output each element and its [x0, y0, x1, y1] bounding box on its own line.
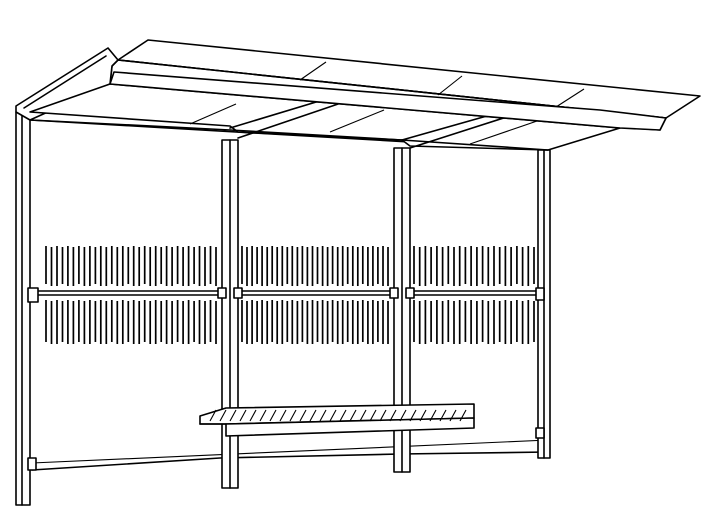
- bench-slat: [219, 409, 227, 422]
- bench-slat: [319, 409, 327, 422]
- bench-slat: [439, 409, 447, 422]
- bench-slat: [359, 409, 367, 422]
- bench-slat: [209, 409, 217, 422]
- bench-slat: [449, 409, 457, 422]
- bench-slat: [379, 409, 387, 422]
- bench-slat: [289, 409, 297, 422]
- bench-slat: [329, 409, 337, 422]
- bench-slat: [429, 409, 437, 422]
- bench-slat: [389, 409, 397, 422]
- mid-rail: [37, 290, 541, 296]
- bench-slat: [399, 409, 407, 422]
- bench-slat: [309, 409, 317, 422]
- bench-slat: [369, 409, 377, 422]
- bench-slat: [239, 409, 247, 422]
- bench-slat: [409, 409, 417, 422]
- bench-slat: [229, 409, 237, 422]
- bench-slat: [459, 409, 467, 422]
- bench-slat: [349, 409, 357, 422]
- bench-slat: [299, 409, 307, 422]
- bench-slat: [339, 409, 347, 422]
- bench-slat: [419, 409, 427, 422]
- glass-panel-fins: [45, 246, 535, 344]
- bench-slat: [269, 409, 277, 422]
- roof: [15, 39, 701, 151]
- bench-slats: [209, 409, 467, 422]
- bench-slat: [259, 409, 267, 422]
- bench: [199, 403, 475, 437]
- right-end-post: [535, 149, 551, 459]
- bench-slat: [249, 409, 257, 422]
- bench-slat: [279, 409, 287, 422]
- left-end-post: [15, 111, 39, 506]
